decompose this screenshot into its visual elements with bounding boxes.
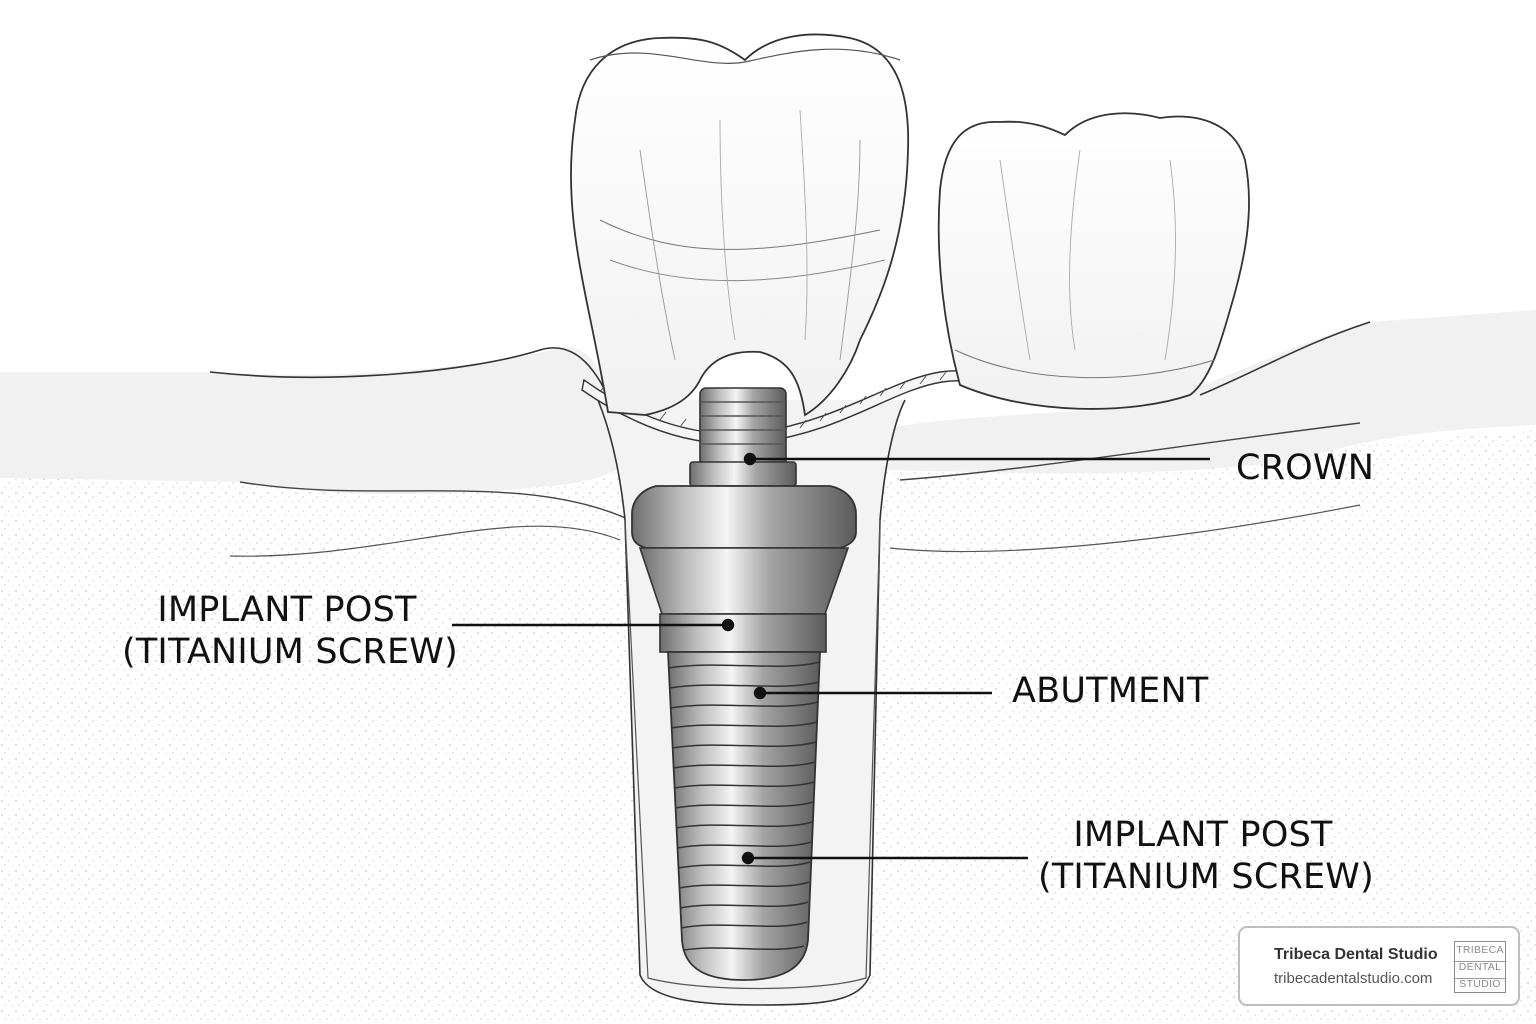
logo-line-1: TRIBECA xyxy=(1456,943,1504,956)
implant-post-right-line2: (TITANIUM SCREW) xyxy=(1038,857,1374,897)
abutment-stem xyxy=(689,387,797,487)
watermark-name: Tribeca Dental Studio xyxy=(1274,946,1438,963)
tribeca-dental-logo-icon: TRIBECA DENTAL STUDIO xyxy=(1454,941,1506,993)
logo-line-3: STUDIO xyxy=(1455,977,1505,990)
abutment-label: ABUTMENT xyxy=(1012,671,1209,711)
implant-post-right-label: IMPLANT POST (TITANIUM SCREW) xyxy=(1038,814,1374,898)
implant-post-left-line2: (TITANIUM SCREW) xyxy=(122,632,458,672)
abutment-collar xyxy=(631,485,857,653)
implant-post-left-line1: IMPLANT POST xyxy=(157,590,417,630)
crown-tooth xyxy=(570,33,910,417)
watermark-url: tribecadentalstudio.com xyxy=(1274,970,1433,987)
implant-post xyxy=(667,651,821,981)
logo-line-2: DENTAL xyxy=(1455,960,1505,973)
leader-lines xyxy=(452,452,1210,865)
implant-post-right-line1: IMPLANT POST xyxy=(1073,815,1333,855)
watermark-badge: Tribeca Dental Studio tribecadentalstudi… xyxy=(1238,926,1520,1006)
adjacent-tooth xyxy=(937,112,1250,410)
gum-tissue xyxy=(0,310,1536,557)
implant-post-left-label: IMPLANT POST (TITANIUM SCREW) xyxy=(122,589,458,673)
crown-label: CROWN xyxy=(1236,448,1375,488)
